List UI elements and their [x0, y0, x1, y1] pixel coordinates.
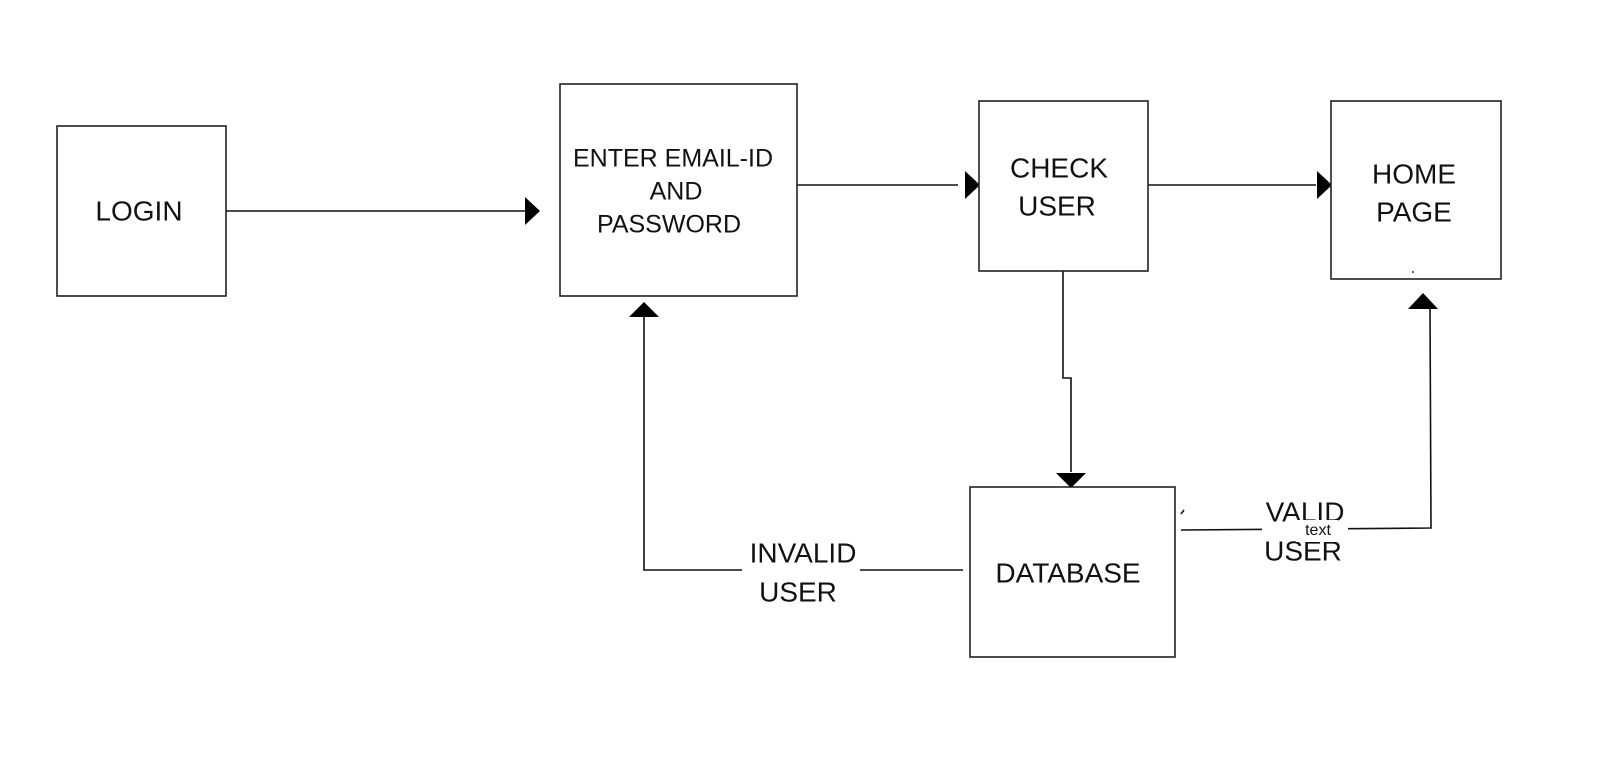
- edge-label-invalid-user: INVALID USER: [742, 537, 860, 609]
- node-database: DATABASE: [969, 486, 1176, 658]
- edge-label-invalid-user-line2: USER: [759, 576, 837, 607]
- node-home-page: HOME PAGE: [1330, 100, 1502, 280]
- node-credentials-label-line2: AND: [650, 178, 703, 206]
- arrowhead-check-user-left: [965, 171, 980, 199]
- edge-label-invalid-user-line1: INVALID: [750, 537, 857, 568]
- node-login-box: [56, 125, 227, 297]
- node-check-user-label-line1: CHECK: [1010, 152, 1108, 183]
- arrowhead-database-top: [1056, 473, 1086, 488]
- node-login: LOGIN: [56, 125, 227, 297]
- node-database-label: DATABASE: [995, 557, 1140, 588]
- stray-tick-mark: [1180, 509, 1185, 515]
- node-credentials-box: [559, 83, 798, 297]
- node-home-page-box: [1330, 100, 1502, 280]
- edge-label-stray-text: text: [1305, 522, 1331, 539]
- edge-check-user-to-database: [1062, 268, 1072, 472]
- arrowhead-credentials-left: [525, 197, 540, 225]
- node-home-page-label-line1: HOME: [1372, 158, 1456, 189]
- node-database-box: [969, 486, 1176, 658]
- edge-database-to-credentials-invalid: [643, 316, 963, 571]
- edge-label-valid-user: VALID USER text: [1262, 496, 1348, 568]
- node-credentials-label-line3: PASSWORD: [597, 211, 741, 239]
- edge-labels: INVALID USER VALID USER text: [742, 496, 1348, 609]
- node-login-label: LOGIN: [95, 195, 182, 226]
- nodes: LOGIN ENTER EMAIL-ID AND PASSWORD CHECK …: [56, 83, 1502, 658]
- node-credentials-label-line1: ENTER EMAIL-ID: [573, 145, 773, 173]
- arrowhead-home-page-left: [1317, 171, 1332, 199]
- arrowhead-home-page-bottom: [1408, 293, 1438, 309]
- stray-dot: [1412, 271, 1414, 273]
- edges: [224, 171, 1438, 571]
- node-home-page-label-line2: PAGE: [1376, 196, 1452, 227]
- arrowhead-credentials-bottom: [629, 302, 659, 317]
- node-check-user-box: [978, 100, 1149, 272]
- node-credentials: ENTER EMAIL-ID AND PASSWORD: [559, 83, 798, 297]
- node-check-user: CHECK USER: [978, 100, 1149, 272]
- node-check-user-label-line2: USER: [1018, 190, 1096, 221]
